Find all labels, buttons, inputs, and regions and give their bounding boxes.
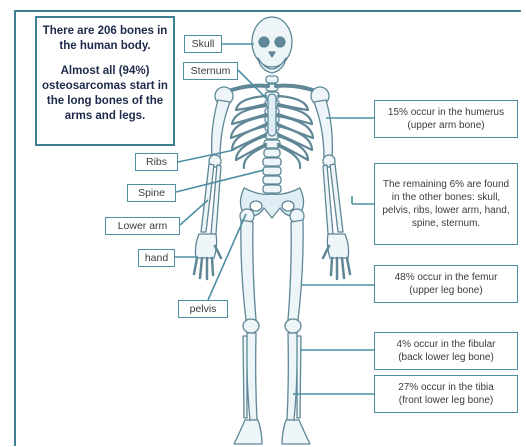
fact-humerus-line1: 15% occur in the humerus	[388, 106, 504, 119]
fact-fibular-line1: 4% occur in the fibular	[397, 338, 496, 351]
left-hand-shape	[194, 234, 221, 279]
sternum-shape	[268, 94, 276, 136]
fact-remaining: The remaining 6% are found in the other …	[374, 163, 518, 245]
right-tibia-shape	[287, 333, 297, 420]
left-tibia-shape	[247, 333, 257, 420]
label-sternum: Sternum	[183, 62, 238, 80]
fact-remaining-text: The remaining 6% are found in the other …	[381, 178, 511, 230]
label-hand: hand	[138, 249, 175, 267]
label-pelvis: pelvis	[178, 300, 228, 318]
label-ribs: Ribs	[135, 153, 178, 171]
fact-tibia-line2: (front lower leg bone)	[399, 394, 494, 407]
intro-box: There are 206 bones in the human body. A…	[35, 16, 175, 146]
right-hand-shape	[323, 234, 350, 279]
fact-femur-line2: (upper leg bone)	[409, 284, 482, 297]
label-spine: Spine	[127, 184, 176, 202]
intro-total-bones: There are 206 bones in the human body.	[41, 24, 169, 54]
fact-fibular: 4% occur in the fibular (back lower leg …	[374, 332, 518, 370]
right-humerus-shape	[314, 100, 332, 158]
right-fibula-shape	[297, 336, 301, 418]
fact-fibular-line2: (back lower leg bone)	[398, 351, 494, 364]
right-femur-shape	[288, 220, 303, 320]
fact-femur: 48% occur in the femur (upper leg bone)	[374, 265, 518, 303]
fact-tibia-line1: 27% occur in the tibia	[398, 381, 494, 394]
fact-femur-line1: 48% occur in the femur	[395, 271, 498, 284]
fact-humerus-line2: (upper arm bone)	[407, 119, 484, 132]
label-lower-arm: Lower arm	[105, 217, 180, 235]
fact-tibia: 27% occur in the tibia (front lower leg …	[374, 375, 518, 413]
left-femur-shape	[241, 220, 256, 320]
left-humerus-shape	[212, 100, 230, 158]
fact-humerus: 15% occur in the humerus (upper arm bone…	[374, 100, 518, 138]
intro-osteosarcoma-note: Almost all (94%) osteosarcomas start in …	[41, 64, 169, 124]
label-skull: Skull	[184, 35, 222, 53]
